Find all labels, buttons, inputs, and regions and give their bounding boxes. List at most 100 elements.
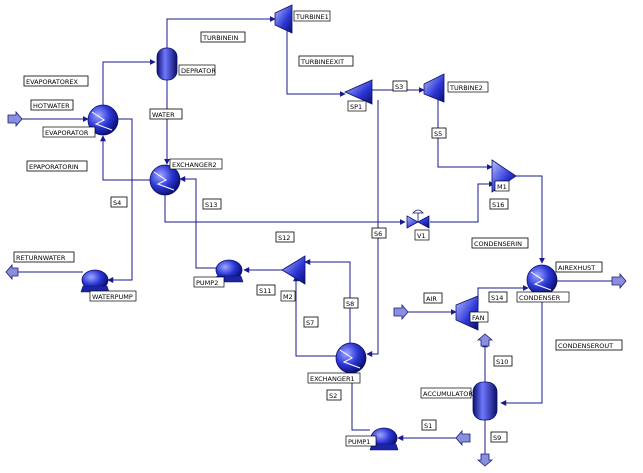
svg-text:S7: S7 [306,319,314,327]
condenser-label: CONDENSER [519,294,561,302]
svg-text:AIR: AIR [426,295,437,303]
sp1-block[interactable]: SP1 [344,79,373,112]
stream-label-s4[interactable]: S4 [110,196,128,208]
stream-label-s12[interactable]: S12 [275,231,295,243]
hotwater-feed-arrow [7,110,23,128]
m1-label: M1 [497,183,507,191]
waterpump-label: WATERPUMP [92,293,133,301]
stream-s6-line[interactable] [366,100,379,357]
stream-s13-line[interactable] [179,176,220,269]
svg-text:TURBINEEXIT: TURBINEEXIT [300,58,344,66]
stream-label-evaporatorex[interactable]: EVAPORATOREX [23,75,89,87]
svg-text:S8: S8 [346,300,354,308]
svg-text:RETURNWATER: RETURNWATER [16,254,66,262]
svg-text:S13: S13 [205,201,217,209]
stream-label-s14[interactable]: S14 [488,291,508,303]
drum-icon [472,381,498,421]
stream-s2-line[interactable] [349,371,370,431]
mixer-icon [281,255,306,285]
v1-block[interactable]: V1 [406,209,430,241]
fan-block[interactable]: FAN [455,295,489,331]
stream-label-s3[interactable]: S3 [392,80,408,92]
stream-label-turbinein[interactable]: TURBINEIN [200,31,246,43]
svg-text:WATER: WATER [152,111,175,119]
svg-text:S14: S14 [491,294,503,302]
stream-label-s9[interactable]: S9 [490,431,508,443]
pump2-block[interactable]: PUMP2 [193,259,244,288]
pump2-label: PUMP2 [196,279,218,287]
stream-label-water[interactable]: WATER [149,108,183,120]
accumulator-block[interactable]: ACCUMULATOR [420,381,498,421]
stream-label-s13[interactable]: S13 [202,198,222,210]
stream-label-s7[interactable]: S7 [303,316,319,328]
stream-epaporatorin-line[interactable] [100,135,150,181]
svg-text:S1: S1 [424,422,432,430]
turbine-icon [274,4,293,34]
m1-block[interactable]: M1 [491,159,517,193]
stream-label-turbineexit[interactable]: TURBINEEXIT [298,55,354,67]
exchanger2-label: EXCHANGER2 [172,161,217,169]
s9-product-arrow [476,453,494,467]
stream-s5-line[interactable] [437,97,493,170]
stream-s4-line[interactable] [107,118,133,283]
stream-label-returnwater[interactable]: RETURNWATER [13,251,75,263]
svg-text:EVAPORATOREX: EVAPORATOREX [26,78,79,86]
svg-text:S6: S6 [374,230,382,238]
stream-labels: TURBINEIN TURBINEEXIT EVAPORATOREX HOTWA… [13,31,623,443]
stream-evaporatorex-line[interactable] [102,59,156,112]
svg-text:S16: S16 [492,201,504,209]
turbine1-label: TURBINE1 [295,13,329,21]
stream-turbinein-line[interactable] [166,16,276,48]
stream-label-s5[interactable]: S5 [431,127,447,139]
drum-icon [156,47,178,81]
stream-label-hotwater[interactable]: HOTWATER [30,99,74,111]
svg-text:CONDENSERIN: CONDENSERIN [474,240,522,248]
stream-label-s16[interactable]: S16 [489,198,509,210]
stream-label-s8[interactable]: S8 [343,297,359,309]
v1-label: V1 [417,232,426,240]
stream-label-epaporatorin[interactable]: EPAPORATORIN [26,160,88,172]
stream-label-s10[interactable]: S10 [493,355,513,367]
stream-condenserout-line[interactable] [500,296,543,406]
airexhust-product-arrow [611,272,627,290]
stream-label-condenserout[interactable]: CONDENSEROUT [555,339,623,351]
svg-text:S10: S10 [496,358,508,366]
turbine2-block[interactable]: TURBINE2 [423,73,489,103]
deprator-block[interactable]: DEPRATOR [156,47,216,81]
s10-product-arrow [476,333,494,347]
stream-label-s1[interactable]: S1 [421,419,437,431]
stream-lines [11,16,619,461]
stream-label-s6[interactable]: S6 [371,227,387,239]
svg-text:AIREXHUST: AIREXHUST [558,264,595,272]
stream-label-condenserin[interactable]: CONDENSERIN [471,237,529,249]
stream-label-s11[interactable]: S11 [256,284,276,296]
svg-text:S4: S4 [113,199,121,207]
waterpump-block[interactable]: WATERPUMP [80,269,137,302]
air-feed-arrow [393,303,409,321]
m2-label: M2 [283,293,293,301]
condenser-block[interactable]: CONDENSER [516,264,570,303]
turbine2-label: TURBINE2 [449,84,483,92]
stream-condenserin-line[interactable] [516,175,545,264]
exchanger2-block[interactable]: EXCHANGER2 [149,158,223,196]
stream-label-air[interactable]: AIR [423,292,443,304]
svg-text:S3: S3 [395,83,403,91]
m2-block[interactable]: M2 [280,255,306,302]
pump1-block[interactable]: PUMP1 [345,427,399,451]
turbine-icon [423,73,445,103]
stream-s8-line[interactable] [304,259,351,343]
stream-label-airexhust[interactable]: AIREXHUST [555,261,603,273]
stream-s16-line[interactable] [430,181,495,223]
exchanger1-block[interactable]: EXCHANGER1 [307,342,367,384]
evaporator-block[interactable]: EVAPORATOR [42,104,119,138]
svg-text:S5: S5 [434,130,442,138]
svg-text:S9: S9 [493,434,501,442]
stream-label-s2[interactable]: S2 [326,389,342,401]
turbine1-block[interactable]: TURBINE1 [274,4,331,34]
svg-text:EPAPORATORIN: EPAPORATORIN [29,163,79,171]
svg-text:S12: S12 [278,234,290,242]
accumulator-label: ACCUMULATOR [423,390,473,398]
stream-turbineexit-line[interactable] [286,25,346,97]
stream-s12-line[interactable] [164,195,406,225]
stream-s7-line[interactable] [293,275,336,357]
